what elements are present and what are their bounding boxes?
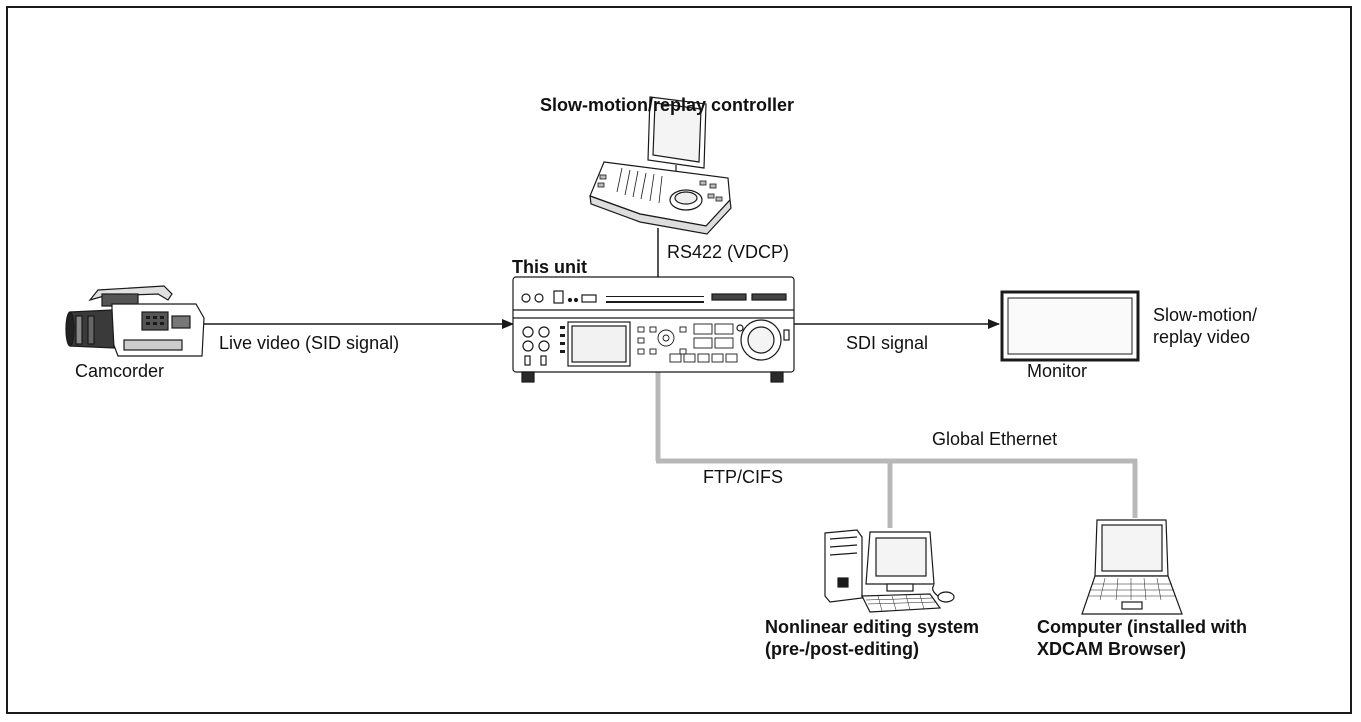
replay-video-label-line1: Slow-motion/	[1153, 305, 1258, 325]
laptop-icon	[1081, 519, 1183, 615]
monitor-icon	[1000, 290, 1140, 362]
camcorder-icon	[65, 285, 205, 357]
computer-label-line1: Computer (installed with	[1037, 617, 1248, 637]
ethernet-lines	[655, 372, 1138, 528]
ftp-cifs-label: FTP/CIFS	[703, 467, 783, 487]
controller-label: Slow-motion/replay controller	[540, 95, 795, 115]
sdi-signal-label: SDI signal	[846, 333, 929, 353]
live-video-label: Live video (SID signal)	[219, 333, 400, 353]
replay-controller-icon	[589, 96, 732, 235]
this-unit-icon	[512, 276, 795, 383]
nle-label-line2: (pre-/post-editing)	[765, 639, 919, 659]
rs422-label: RS422 (VDCP)	[667, 242, 790, 262]
camcorder-label: Camcorder	[75, 361, 165, 381]
computer-label-line2: XDCAM Browser)	[1037, 639, 1187, 659]
global-ethernet-label: Global Ethernet	[932, 429, 1058, 449]
nle-label-line1: Nonlinear editing system	[765, 617, 980, 637]
this-unit-label: This unit	[512, 257, 587, 277]
diagram-frame	[6, 6, 1352, 714]
monitor-label: Monitor	[1027, 361, 1088, 381]
replay-video-label-line2: replay video	[1153, 327, 1251, 347]
nle-workstation-icon	[824, 529, 955, 613]
